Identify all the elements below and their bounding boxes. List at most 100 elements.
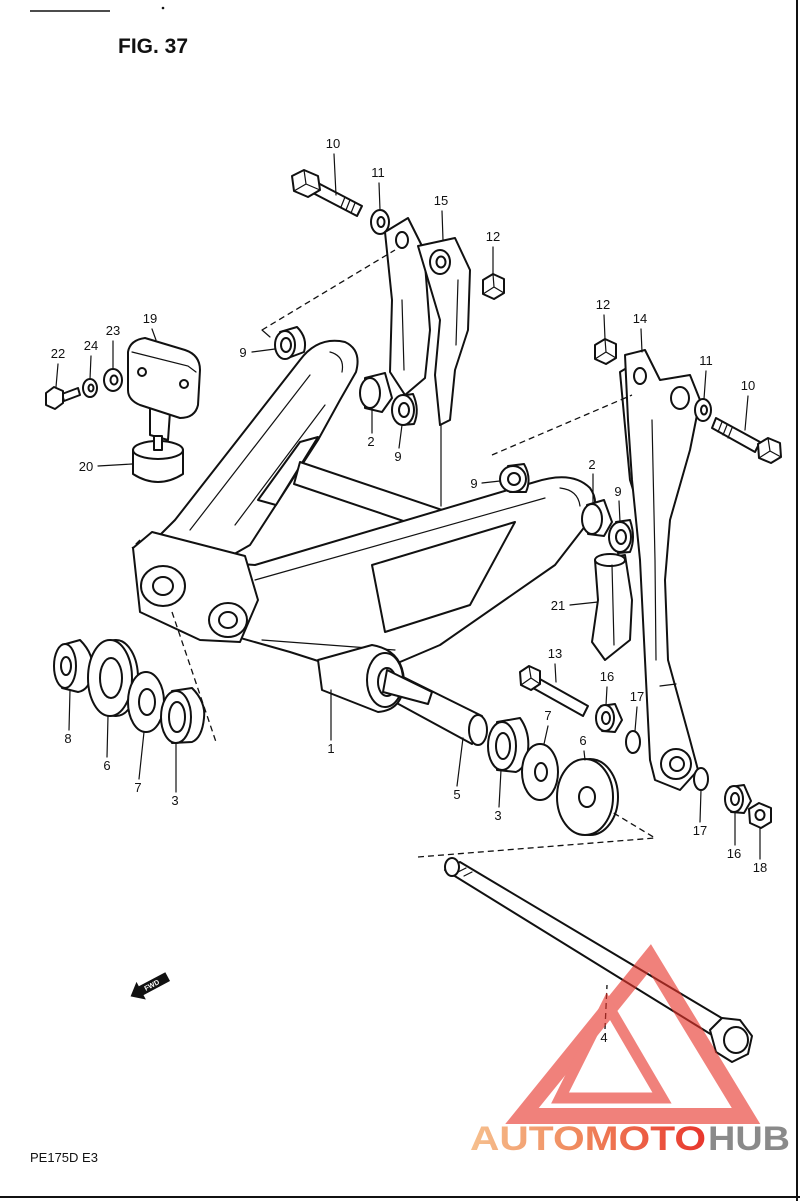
sleeve-seam xyxy=(611,564,615,646)
leader-line xyxy=(378,182,381,211)
part-callout: 16 xyxy=(727,846,741,861)
sleeve xyxy=(591,553,633,661)
leader-line xyxy=(744,395,749,431)
forward-label: FWD xyxy=(144,979,161,993)
bushing-hole xyxy=(507,472,521,486)
watermark-brand-secondary: HUB xyxy=(708,1120,790,1158)
leader-line xyxy=(251,348,276,353)
part-callout: 10 xyxy=(741,378,755,393)
alignment-line xyxy=(171,611,217,743)
leader-lines xyxy=(55,153,761,1030)
leader-line xyxy=(569,601,599,606)
part-callout: 2 xyxy=(367,434,374,449)
bolt xyxy=(519,665,589,717)
bracket-hole xyxy=(435,255,447,269)
washer xyxy=(82,378,98,398)
bushing xyxy=(499,463,530,493)
part-callout: 16 xyxy=(600,669,614,684)
collar xyxy=(359,372,393,413)
collar-hole xyxy=(730,792,740,806)
washer-hole xyxy=(376,216,386,228)
link-front-plate xyxy=(624,349,701,791)
link-lower-hole xyxy=(669,756,685,772)
washer-hole xyxy=(700,404,708,416)
leader-line xyxy=(68,689,71,731)
part-callout: 24 xyxy=(84,338,98,353)
pivot-bore xyxy=(218,611,238,629)
nut-edges xyxy=(482,273,505,295)
leader-line xyxy=(55,363,59,388)
ring xyxy=(625,730,641,754)
bolt xyxy=(45,386,81,410)
watermark-logo xyxy=(505,944,761,1124)
logo-inner-triangle xyxy=(551,992,672,1104)
watermark-brand-primary: AUTOMOTO xyxy=(470,1120,706,1158)
washer xyxy=(127,671,165,733)
leader-line xyxy=(97,463,133,467)
collar xyxy=(581,499,613,537)
bracket-front-plate xyxy=(417,237,471,426)
part-callout: 23 xyxy=(106,323,120,338)
leader-line xyxy=(441,210,444,241)
scan-dot xyxy=(161,6,165,10)
forward-arrow-icon: FWD xyxy=(130,972,171,1000)
bracket-edges xyxy=(401,279,459,371)
axle-head-face xyxy=(723,1026,749,1054)
leader-line xyxy=(106,715,109,758)
part-callout: 17 xyxy=(630,689,644,704)
part-callout: 4 xyxy=(600,1030,607,1045)
bolt xyxy=(711,417,782,464)
leader-line xyxy=(634,706,638,732)
shaft-inner-section xyxy=(382,669,433,705)
link-edges xyxy=(651,419,677,687)
bolt-shaft xyxy=(61,387,81,402)
leader-line xyxy=(603,314,606,340)
washer-hole xyxy=(534,762,548,782)
pivot-bore xyxy=(152,576,174,596)
bushing xyxy=(391,393,418,426)
bearing xyxy=(487,717,530,773)
shaft-end xyxy=(468,714,488,746)
bushing xyxy=(274,326,307,360)
ring xyxy=(87,639,139,717)
collar-face xyxy=(359,377,381,409)
part-callout: 3 xyxy=(494,808,501,823)
leader-line xyxy=(554,663,557,683)
cap-hole xyxy=(60,656,72,676)
part-callout: 7 xyxy=(134,780,141,795)
collar xyxy=(724,784,752,814)
part-callout: 1 xyxy=(327,741,334,756)
bushing xyxy=(608,519,634,554)
leader-line xyxy=(481,480,501,484)
part-callout: 20 xyxy=(79,459,93,474)
leader-line xyxy=(333,153,337,196)
leader-line xyxy=(151,328,157,341)
bracket-link xyxy=(619,349,701,791)
swingarm xyxy=(132,339,597,669)
mount-edge xyxy=(131,351,197,373)
link-boss xyxy=(670,386,690,410)
leader-line xyxy=(640,328,643,353)
leader-line xyxy=(138,731,145,780)
part-callout: 19 xyxy=(143,311,157,326)
part-callout: 17 xyxy=(693,823,707,838)
leader-line xyxy=(456,737,464,787)
part-callout: 15 xyxy=(434,193,448,208)
alignment-line xyxy=(131,539,141,549)
sleeve-body xyxy=(591,554,633,661)
part-callout: 11 xyxy=(699,353,713,368)
swingarm-lower-housing xyxy=(317,644,433,713)
washer-hole xyxy=(578,786,596,808)
leader-line xyxy=(583,750,586,761)
leader-line xyxy=(605,686,608,706)
arrow-shape xyxy=(130,972,171,1000)
swingarm-upper-arm-opening xyxy=(257,436,319,506)
bolt-head xyxy=(45,386,64,410)
part-callout: 9 xyxy=(614,484,621,499)
bearing-bore xyxy=(168,701,186,733)
bolt-head-edges xyxy=(520,665,541,686)
nut-hole xyxy=(754,809,766,821)
leader-line xyxy=(699,789,702,823)
